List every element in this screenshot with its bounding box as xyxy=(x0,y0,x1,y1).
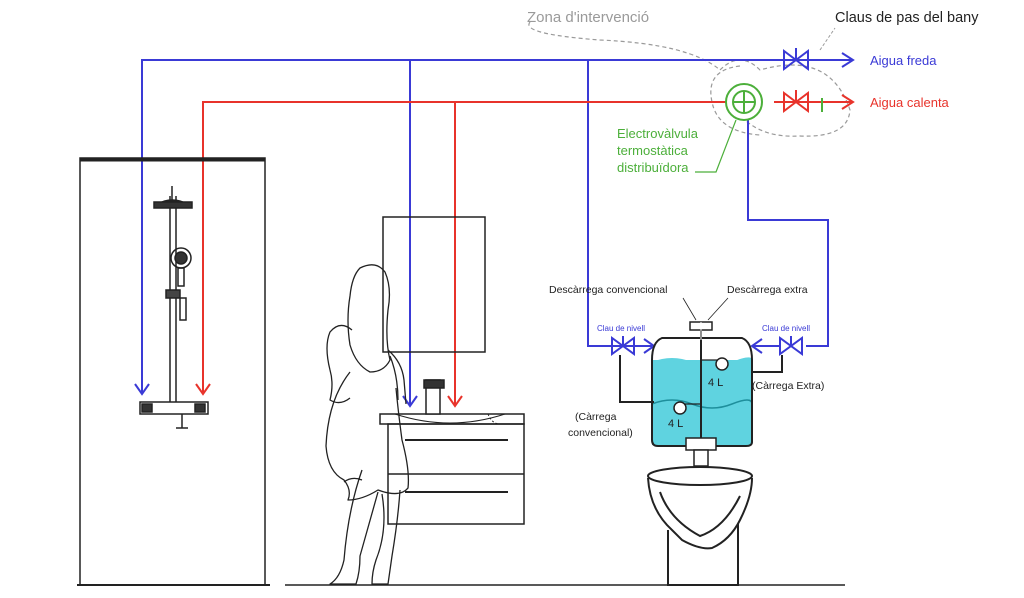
toilet-bowl xyxy=(647,466,753,586)
gate-valve-icon[interactable] xyxy=(611,336,635,356)
volume-bottom-label: 4 L xyxy=(668,418,683,430)
arrow-down-icon xyxy=(195,383,463,408)
bathroom-valves-label: Claus de pas del bany xyxy=(835,10,979,26)
electrovalve-label-line2: termostàtica xyxy=(617,143,689,158)
gate-valve-icon[interactable] xyxy=(783,90,809,113)
cold-water-pipes xyxy=(141,59,853,404)
electrovalve-label: Electrovàlvula termostàtica distribuïdor… xyxy=(617,126,699,175)
electrovalve-label-line1: Electrovàlvula xyxy=(617,126,699,141)
load-conventional-label-line2: convencional) xyxy=(568,427,633,439)
gate-valve-icon[interactable] xyxy=(783,48,809,71)
electrovalve-label-line3: distribuïdora xyxy=(617,160,689,175)
intervention-zone xyxy=(528,21,851,137)
level-valve-right-label: Clau de nivell xyxy=(762,324,810,333)
person-figure xyxy=(325,264,410,585)
volume-top-label: 4 L xyxy=(708,377,723,389)
bathroom-vanity xyxy=(379,216,525,525)
discharge-extra-label: Descàrrega extra xyxy=(727,284,808,296)
hot-water-pipes xyxy=(202,101,853,404)
discharge-extra-leader xyxy=(707,297,729,321)
cold-water-label: Aigua freda xyxy=(870,53,937,68)
load-extra-label: (Càrrega Extra) xyxy=(752,380,824,392)
zone-label: Zona d'intervenció xyxy=(527,9,649,26)
cistern-tank xyxy=(619,321,783,467)
shower-enclosure xyxy=(77,157,270,586)
arrow-left-icon xyxy=(750,338,763,354)
discharge-conventional-leader xyxy=(682,297,697,321)
discharge-conventional-label: Descàrrega convencional xyxy=(549,284,667,296)
hot-water-label: Aigua calenta xyxy=(870,95,950,110)
arrow-right-icon xyxy=(841,94,855,110)
electrovalve-leader xyxy=(695,119,737,173)
level-valve-left-label: Clau de nivell xyxy=(597,324,645,333)
load-conventional-label-line1: (Càrrega xyxy=(575,411,617,423)
gate-valve-icon[interactable] xyxy=(779,336,803,356)
electrovalve-icon[interactable] xyxy=(725,83,763,121)
